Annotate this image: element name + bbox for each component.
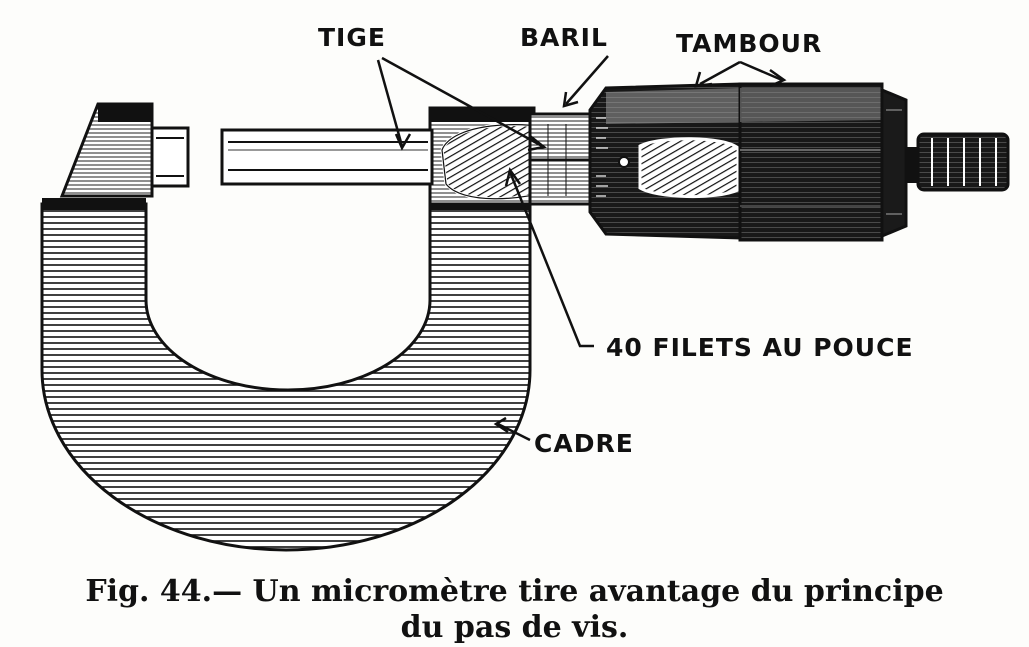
- figure-caption-line-2: du pas de vis.: [400, 610, 629, 645]
- cadre-leader: [497, 422, 531, 442]
- filets-leader: [508, 171, 594, 348]
- tige-arrow-thread: [527, 135, 547, 152]
- baril-leader: [565, 55, 609, 105]
- label-filets: 40 FILETS AU POUCE: [606, 333, 914, 362]
- tambour-arrow-right: [769, 68, 787, 88]
- tambour-leader-right: [739, 60, 783, 82]
- figure-caption-line-1: Fig. 44.— Un micromètre tire avantage du…: [85, 574, 944, 609]
- tige-leader-spindle: [376, 59, 404, 147]
- ratchet-knob: [905, 132, 1010, 192]
- tige-leader-thread: [381, 56, 543, 148]
- leader-lines: [376, 55, 787, 442]
- tige-arrow-spindle: [394, 133, 412, 151]
- cadre-arrow: [493, 416, 509, 434]
- baril-arrow: [562, 91, 579, 108]
- filets-arrow: [504, 167, 522, 187]
- label-cadre: CADRE: [534, 429, 634, 458]
- label-tambour: TAMBOUR: [676, 29, 822, 58]
- sleeve-baril: [528, 112, 598, 206]
- label-baril: BARIL: [520, 23, 608, 52]
- micrometer-diagram: TIGE BARIL TAMBOUR 40 FILETS AU POUCE CA…: [40, 23, 1010, 552]
- label-tige: TIGE: [318, 23, 386, 52]
- tambour-leader-left: [699, 60, 741, 86]
- thimble-tambour: [588, 82, 908, 242]
- tambour-arrow-left: [694, 71, 713, 88]
